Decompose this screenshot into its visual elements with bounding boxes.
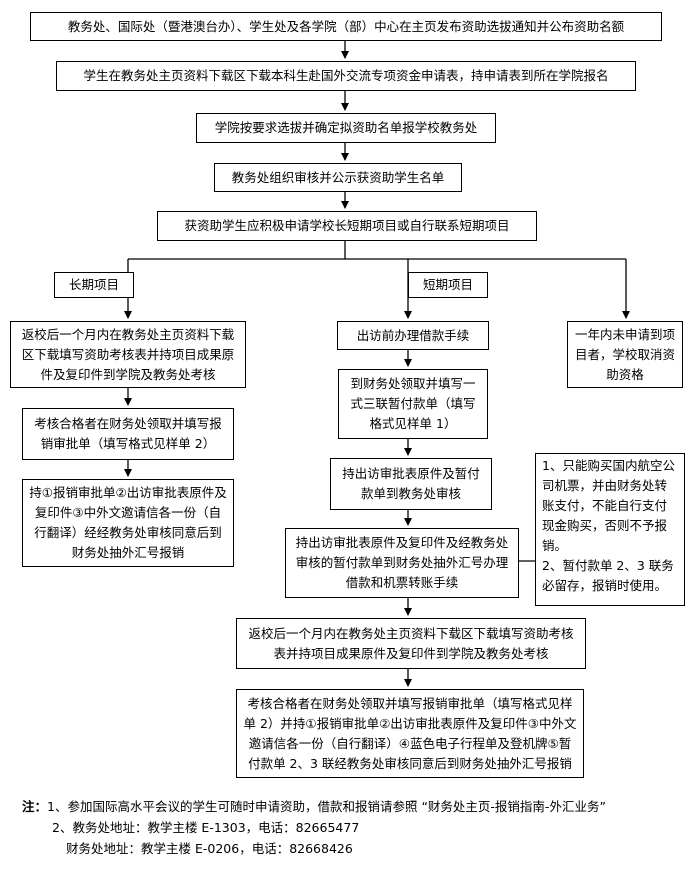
short-advance-review: 持出访审批表原件及暂付款单到教务处审核 (330, 458, 492, 510)
short-advance-form: 到财务处领取并填写一式三联暂付款单（填写格式见样单 1） (338, 369, 488, 439)
side-note-2: 2、暂付款单 2、3 联务必留存，报销时使用。 (542, 558, 674, 593)
step-college-selection: 学院按要求选拔并确定拟资助名单报学校教务处 (196, 113, 496, 143)
short-borrow-procedure: 出访前办理借款手续 (337, 321, 489, 350)
short-reimbursement-submit: 考核合格者在财务处领取并填写报销审批单（填写格式见样单 2）并持①报销审批单②出… (236, 689, 584, 778)
step-publish-notice: 教务处、国际处（暨港澳台办）、学生处及各学院（部）中心在主页发布资助选拔通知并公… (30, 12, 662, 41)
short-loan-ticket-transfer: 持出访审批表原件及复印件及经教务处审核的暂付款单到财务处抽外汇号办理借款和机票转… (285, 528, 519, 598)
label-long-term: 长期项目 (54, 272, 134, 298)
step-review-publicize: 教务处组织审核并公示获资助学生名单 (214, 163, 462, 192)
side-note-1: 1、只能购买国内航空公司机票，并由财务处转账支付，不能自行支付现金购买，否则不予… (542, 458, 675, 553)
long-reimbursement-form: 考核合格者在财务处领取并填写报销审批单（填写格式见样单 2） (22, 408, 234, 460)
unapplied-cancel: 一年内未申请到项目者，学校取消资助资格 (567, 321, 683, 388)
note-3: 财务处地址：教学主楼 E-0206，电话：82668426 (66, 841, 353, 856)
note-1: 1、参加国际高水平会议的学生可随时申请资助，借款和报销请参照 “财务处主页-报销… (47, 799, 606, 814)
side-note-box: 1、只能购买国内航空公司机票，并由财务处转账支付，不能自行支付现金购买，否则不予… (535, 453, 685, 606)
short-return-assessment: 返校后一个月内在教务处主页资料下载区下载填写资助考核表并持项目成果原件及复印件到… (236, 618, 586, 669)
long-return-assessment: 返校后一个月内在教务处主页资料下载区下载填写资助考核表并持项目成果原件及复印件到… (10, 321, 246, 388)
notes-prefix: 注： (22, 799, 48, 814)
step-download-application: 学生在教务处主页资料下载区下载本科生赴国外交流专项资金申请表，持申请表到所在学院… (56, 61, 636, 91)
label-short-term: 短期项目 (408, 272, 488, 298)
long-reimbursement-submit: 持①报销审批单②出访审批表原件及复印件③中外文邀请信各一份（自行翻译）经经教务处… (22, 479, 234, 567)
footnotes: 注：1、参加国际高水平会议的学生可随时申请资助，借款和报销请参照 “财务处主页-… (22, 796, 606, 859)
note-2: 2、教务处地址：教学主楼 E-1303，电话：82665477 (52, 820, 360, 835)
step-apply-project: 获资助学生应积极申请学校长短期项目或自行联系短期项目 (157, 211, 537, 241)
